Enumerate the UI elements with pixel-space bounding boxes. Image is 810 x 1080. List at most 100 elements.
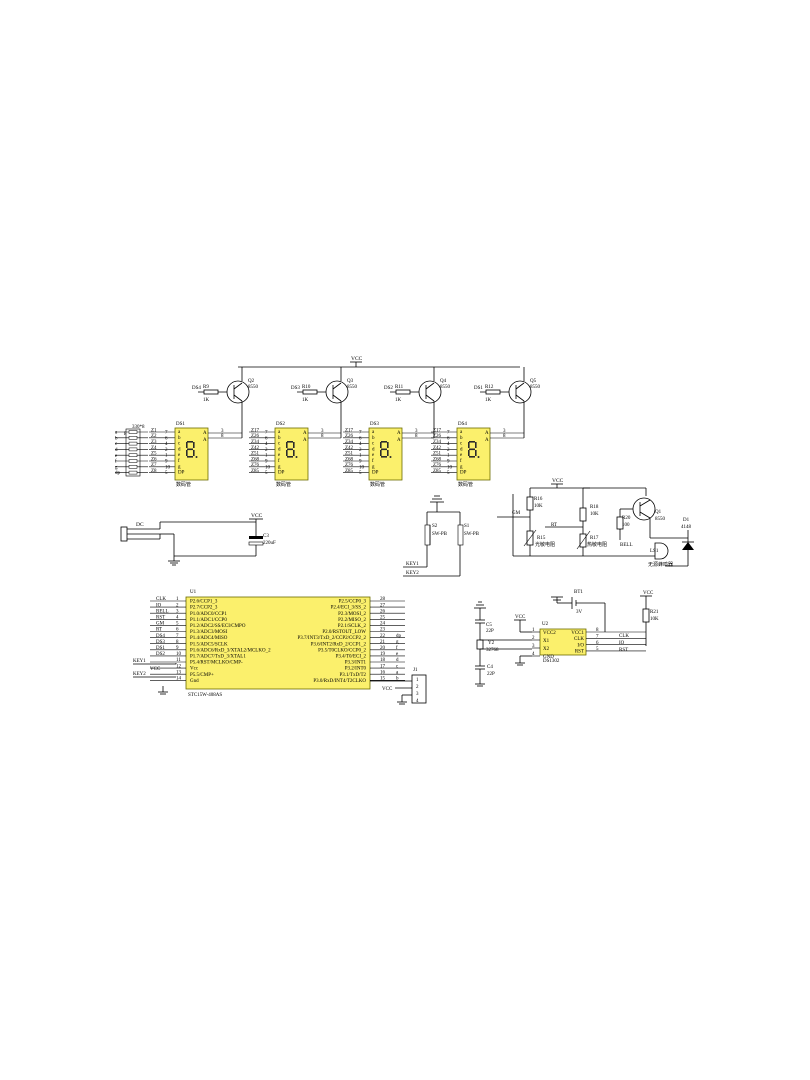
segment-net-label: Z51 bbox=[433, 452, 442, 457]
digit-name: 数码管 bbox=[276, 481, 291, 488]
u2-part: DS1302 bbox=[543, 659, 560, 664]
mcu-right-pin-number: 26 bbox=[380, 609, 386, 614]
segment-pin-number: 6 bbox=[265, 436, 268, 441]
mcu-vcc-label: VCC bbox=[150, 667, 161, 672]
u2-right-pin-number: 7 bbox=[596, 635, 599, 640]
q4-base-resistor bbox=[395, 389, 411, 395]
segment-net-label: Z2 bbox=[151, 434, 157, 439]
segment-pin-number: 1 bbox=[447, 454, 450, 459]
mcu-left-net-label: DS2 bbox=[156, 652, 165, 657]
q5-part: 8550 bbox=[530, 385, 541, 390]
resnet-element bbox=[128, 459, 138, 463]
resnet-input-label: f bbox=[115, 460, 117, 465]
mcu-right-pin-name: P3.5/T0CLKO/CCP0_2 bbox=[318, 648, 366, 653]
segment-bar bbox=[380, 442, 382, 448]
u2-left-pin-name: X2 bbox=[543, 647, 550, 652]
resnet-input-label: d bbox=[115, 448, 118, 453]
mcu-left-pin-number: 11 bbox=[176, 658, 181, 663]
segment-net-label: Z1 bbox=[151, 428, 157, 433]
segment-letter: a bbox=[178, 430, 181, 435]
segment-net-label: Z51 bbox=[345, 452, 354, 457]
segment-pin-number: 1 bbox=[265, 454, 268, 459]
d1-value: 4148 bbox=[681, 525, 692, 530]
s2-switch-body[interactable] bbox=[424, 524, 431, 546]
segment-letter: b bbox=[372, 436, 375, 441]
digit-ref: DS4 bbox=[458, 422, 467, 427]
segment-bar bbox=[287, 448, 293, 451]
segment-pin-number: 4 bbox=[265, 442, 268, 447]
cap-value: 220uF bbox=[263, 541, 276, 546]
mcu-right-pin-name: P3.1/TxD/T2 bbox=[339, 673, 366, 678]
segment-net-label: Z42 bbox=[345, 446, 354, 451]
segment-letter: DP bbox=[278, 471, 285, 476]
decimal-point bbox=[389, 456, 392, 458]
segment-pin-number: 10 bbox=[447, 465, 453, 470]
common-anode-label: A bbox=[203, 438, 207, 443]
resnet-element bbox=[128, 447, 138, 452]
r16-resistor bbox=[526, 496, 534, 511]
q2-ref: Q2 bbox=[248, 379, 255, 384]
digit-ref: DS2 bbox=[276, 422, 285, 427]
vcc-label: VCC bbox=[351, 356, 363, 362]
u2-right-pin-name: CLK bbox=[574, 637, 584, 642]
segment-letter: c bbox=[178, 442, 181, 447]
mcu-right-pin-number: 19 bbox=[380, 652, 386, 657]
segment-net-label: Z26 bbox=[345, 434, 354, 439]
mcu-right-net-label: d bbox=[396, 658, 399, 663]
mcu-right-net-label: dp bbox=[396, 634, 402, 639]
mcu-left-pin-number: 6 bbox=[176, 628, 179, 633]
q3-base-resistor bbox=[302, 389, 318, 395]
segment-letter: d bbox=[460, 447, 463, 452]
mcu-left-net-label: GM bbox=[156, 622, 165, 627]
q5-base-resistor bbox=[485, 389, 501, 395]
segment-pin-number: 9 bbox=[359, 460, 362, 465]
mcu-right-pin-name: P3.2/INT0 bbox=[345, 667, 367, 672]
segment-pin-number: 7 bbox=[447, 431, 450, 436]
mcu-right-net-label: a bbox=[396, 670, 399, 675]
mcu-left-pin-name: P5.5/CMP+ bbox=[190, 673, 214, 678]
segment-bar bbox=[286, 442, 288, 448]
segment-net-label: Z34 bbox=[251, 440, 260, 445]
mcu-right-pin-number: 21 bbox=[380, 640, 386, 645]
u2-right-pin-name: I/O bbox=[577, 643, 584, 648]
rt-label: RT bbox=[551, 523, 557, 528]
r20-value: 100 bbox=[622, 523, 630, 528]
s1-switch-body[interactable] bbox=[457, 524, 464, 546]
j1-header-body[interactable] bbox=[411, 674, 427, 704]
segment-pin-number: 4 bbox=[359, 442, 362, 447]
segment-bar bbox=[387, 442, 389, 448]
mcu-right-net-label: g bbox=[396, 640, 399, 645]
segment-bar bbox=[193, 442, 195, 448]
common-pin-number: 3 bbox=[221, 429, 224, 434]
sensor-vcc-label: VCC bbox=[552, 478, 564, 484]
j1-pin-4: 4 bbox=[416, 699, 419, 704]
segment-bar bbox=[187, 456, 193, 458]
segment-net-label: Z42 bbox=[433, 446, 442, 451]
segment-bar bbox=[286, 450, 288, 456]
segment-letter: g bbox=[278, 465, 281, 470]
segment-pin-number: 7 bbox=[265, 431, 268, 436]
key1-label: KEY1 bbox=[406, 562, 419, 567]
mcu-left-pin-name: P1.3/ADC3/MOSI bbox=[190, 630, 228, 635]
common-anode-label: A bbox=[303, 431, 307, 436]
rtc-clk-net: CLK bbox=[619, 634, 629, 639]
segment-net-label: Z26 bbox=[251, 434, 260, 439]
j1-pin-1: 1 bbox=[416, 678, 419, 683]
mcu-right-pin-name: P3.4/T0/ECI_2 bbox=[336, 655, 367, 660]
r21-resistor bbox=[642, 608, 650, 623]
segment-letter: f bbox=[178, 459, 180, 464]
u2-left-pin-number: 1 bbox=[532, 628, 535, 633]
segment-net-label: Z85 bbox=[345, 469, 354, 474]
ls1-ref: LS1 bbox=[650, 549, 659, 554]
u2-right-pin-number: 5 bbox=[596, 647, 599, 652]
q3-res-ref: R10 bbox=[302, 385, 311, 390]
segment-bar bbox=[186, 442, 188, 448]
s1-type: SW-PB bbox=[464, 532, 480, 537]
q4-res-ref: R11 bbox=[395, 385, 404, 390]
q3-emitter-leg bbox=[332, 382, 342, 390]
segment-letter: d bbox=[178, 447, 181, 452]
